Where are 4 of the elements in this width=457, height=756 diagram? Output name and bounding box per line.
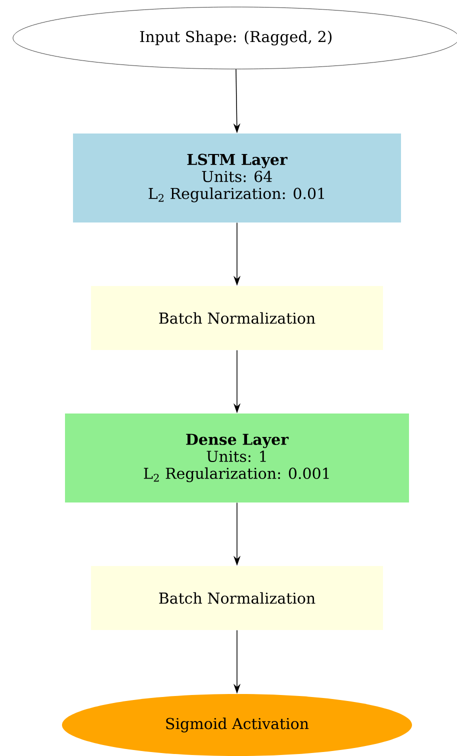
layer-box: Batch Normalization [91,566,383,630]
layer-box: Dense Layer Units: 1 L$_{2}$ Regularization: 0.001 [65,414,409,502]
layer-box: LSTM Layer Units: 64 L$_{2}$ Regularization: 0.01 [73,134,401,222]
layer-box: Batch Normalization [91,286,383,350]
